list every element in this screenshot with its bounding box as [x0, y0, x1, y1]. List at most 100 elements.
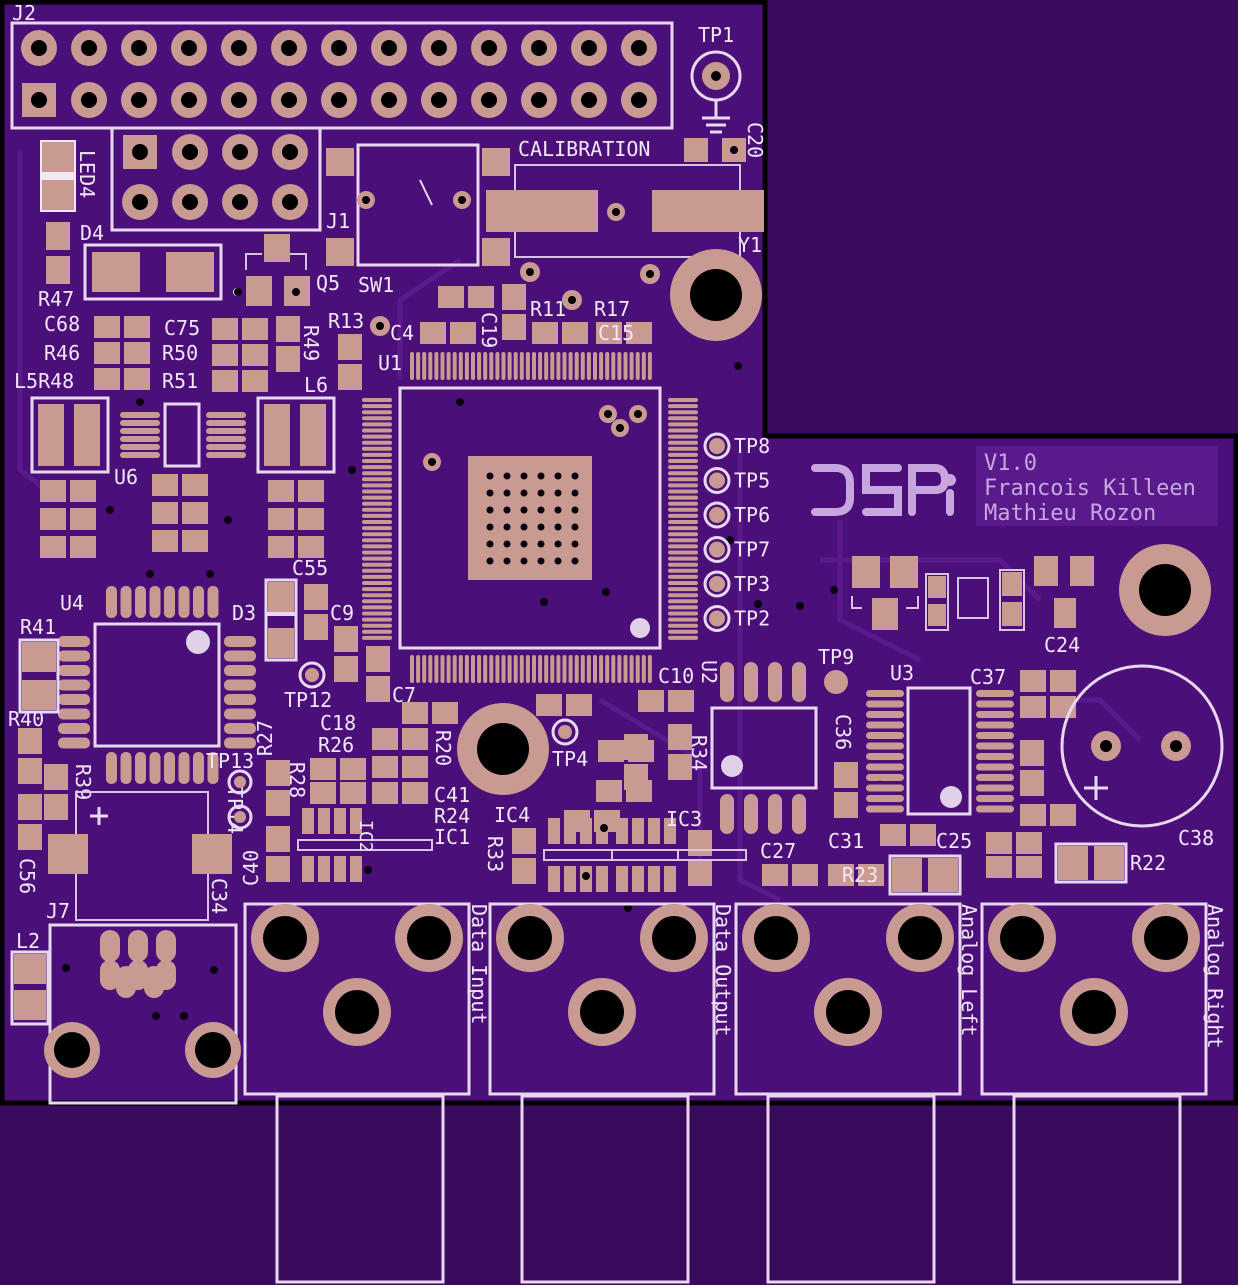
- via: [796, 602, 804, 610]
- u1-pin-right: [668, 404, 698, 409]
- label-tp12: TP12: [284, 688, 332, 712]
- via: [754, 600, 762, 608]
- label-j2: J2: [12, 1, 36, 25]
- smd-pad: [268, 536, 294, 558]
- u4-pin: [58, 636, 90, 647]
- via: [206, 570, 214, 578]
- label-r51: R51: [162, 369, 198, 393]
- u1-pin-bottom: [513, 655, 518, 683]
- label-c20: C20: [743, 122, 767, 158]
- label-r22: R22: [1130, 851, 1166, 875]
- u1-pin-left: [362, 629, 392, 634]
- pin-hole: [181, 40, 197, 56]
- u4-pin: [135, 586, 146, 618]
- u1-pin-right: [668, 440, 698, 445]
- label-r46: R46: [44, 341, 80, 365]
- u1-pin-left: [362, 623, 392, 628]
- test-point-ring: [703, 501, 731, 529]
- label-c19: C19: [477, 312, 501, 348]
- version-block: V1.0 Francois Killeen Mathieu Rozon: [976, 446, 1218, 526]
- u1-pin-right: [668, 483, 698, 488]
- smd-pad: [340, 782, 366, 804]
- pin-hole: [631, 40, 647, 56]
- tp1: TP1: [690, 23, 742, 134]
- smd-pad: [266, 826, 290, 852]
- label-ic2: IC2: [355, 820, 376, 853]
- version-line-2: Francois Killeen: [984, 476, 1196, 501]
- ic-pin: [548, 818, 560, 844]
- smd-pad: [44, 794, 68, 820]
- label-r24: R24: [434, 804, 470, 828]
- label-tp13: TP13: [206, 749, 254, 773]
- u1-pin-bottom: [507, 655, 512, 683]
- smd-pad: [298, 536, 324, 558]
- u1-pin-top: [532, 352, 536, 380]
- via-hole: [428, 458, 436, 466]
- ic-pin: [302, 856, 314, 882]
- u1-pin-right: [668, 562, 698, 567]
- thermal-via: [554, 523, 562, 531]
- u1-pin-top: [556, 352, 561, 380]
- smd-pad: [44, 764, 68, 790]
- smd-pad: [334, 656, 358, 682]
- label-tp4: TP4: [552, 747, 588, 771]
- ic-pin: [648, 818, 660, 844]
- smd-pad: [338, 334, 362, 360]
- u4-pin: [58, 737, 90, 749]
- smd-pad: [304, 614, 328, 640]
- smd-pad: [1016, 856, 1042, 878]
- pin-hole: [181, 92, 197, 108]
- smd-pad: [152, 474, 178, 496]
- ic-pin: [334, 808, 346, 834]
- u2-pin: [720, 794, 734, 834]
- label-r11: R11: [530, 297, 566, 321]
- u1-pin-bottom: [464, 655, 469, 683]
- smd-pad: [834, 792, 858, 818]
- smd-pad: [402, 702, 428, 724]
- u3-pin: [976, 784, 1014, 792]
- smd-pad: [242, 370, 268, 392]
- coil-pad: [206, 428, 246, 434]
- u3-pin: [866, 700, 904, 708]
- smd-pad: [182, 474, 208, 496]
- smd-pad: [688, 860, 712, 886]
- ic-pin: [548, 866, 560, 892]
- smd-pad: [70, 536, 96, 558]
- thermal-via: [571, 557, 579, 565]
- via: [234, 288, 242, 296]
- thermal-via: [520, 557, 528, 565]
- u3-pin: [976, 774, 1014, 781]
- u1-pin-left: [362, 562, 392, 567]
- u1-pin-bottom: [422, 655, 427, 683]
- jack-hole: [508, 916, 552, 960]
- u1-pin-right: [668, 459, 698, 463]
- smd-pad: [858, 864, 884, 886]
- u1-pin-top: [647, 352, 652, 380]
- j7-pin: [128, 930, 148, 962]
- smd-pad: [18, 794, 42, 820]
- u3-pin: [866, 690, 904, 697]
- via: [624, 904, 632, 912]
- u1-pin-right: [668, 465, 698, 470]
- jack-hole: [826, 990, 870, 1034]
- smd-pad: [402, 728, 428, 750]
- label-tp3: TP3: [734, 572, 770, 596]
- u1-pin-top: [489, 352, 494, 380]
- label-tp9: TP9: [818, 645, 854, 669]
- smd-pad: [828, 864, 854, 886]
- u1-pin-top: [629, 352, 634, 380]
- j7-connector: [44, 923, 241, 1105]
- u4-pin: [58, 694, 90, 705]
- smd-pad: [340, 758, 366, 780]
- thermal-via: [554, 506, 562, 514]
- u3-pin: [866, 711, 904, 718]
- th-hole: [376, 322, 384, 330]
- pin-hole: [431, 92, 447, 108]
- thermal-via: [503, 506, 511, 514]
- u4-pin: [149, 586, 161, 618]
- smd-pad: [212, 344, 238, 366]
- jack-hole: [407, 916, 451, 960]
- mid-labels: C10 U2 TP9 U3 C37 R27 C18 R26 R20 TP4 R3…: [15, 645, 1166, 953]
- u1-pin-bottom: [440, 655, 445, 683]
